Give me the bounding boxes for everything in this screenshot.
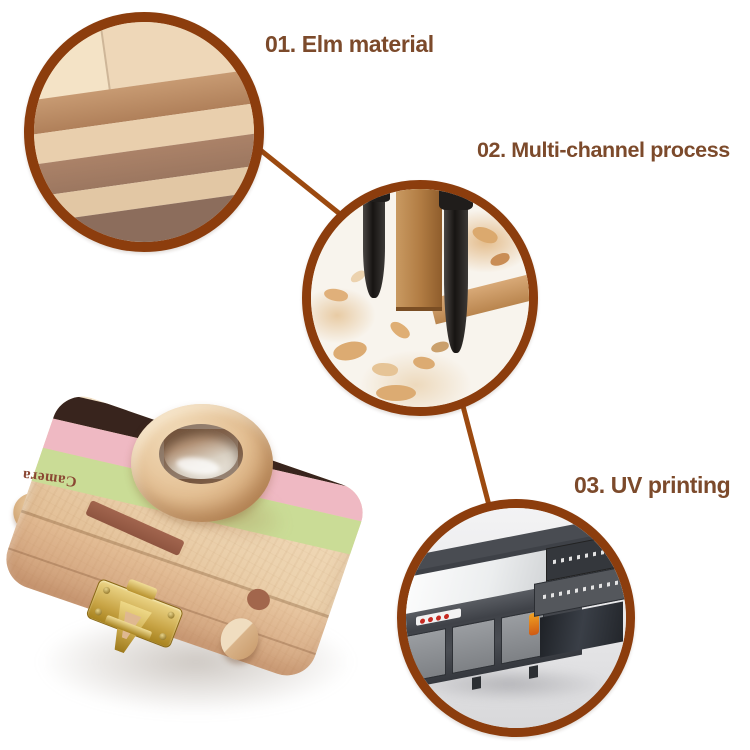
uv-printer-scene xyxy=(406,508,626,728)
screw-icon xyxy=(166,610,176,620)
wood-workpiece xyxy=(396,189,442,311)
cabinet-door xyxy=(406,628,446,685)
drilling-scene xyxy=(311,189,529,407)
wood-shaving xyxy=(488,251,511,269)
drilled-hole xyxy=(376,385,417,402)
drill-bit-right xyxy=(438,189,474,353)
printer-foot xyxy=(529,665,539,680)
printer-label xyxy=(415,608,461,627)
drilled-hole xyxy=(331,338,369,363)
vent-dots xyxy=(542,578,626,600)
callout-label-elm-material: 01. Elm material xyxy=(265,31,434,57)
vent-dots xyxy=(552,549,611,565)
wood-shaving xyxy=(470,223,501,247)
indicator-dots xyxy=(419,618,425,625)
callout-label-multi-channel: 02. Multi-channel process xyxy=(477,138,730,162)
uv-printing-photo xyxy=(397,499,635,737)
printer-foot xyxy=(472,676,481,691)
connector-line-2 xyxy=(458,397,492,507)
print-head-assembly xyxy=(533,531,626,661)
cabinet-door xyxy=(451,619,496,675)
drill-bit-left xyxy=(358,189,390,298)
multi-channel-process-photo xyxy=(302,180,538,416)
screw-icon xyxy=(158,632,168,642)
wood-shaving xyxy=(371,361,399,379)
drilled-hole xyxy=(412,355,437,371)
screw-icon xyxy=(102,585,112,595)
wood-shaving xyxy=(430,339,450,354)
elm-material-photo xyxy=(24,12,264,252)
wood-shaving xyxy=(388,318,413,342)
screw-icon xyxy=(93,607,103,617)
callout-label-uv-printing: 03. UV printing xyxy=(574,472,731,498)
camera-lens-glass xyxy=(159,424,243,484)
wood-shaving xyxy=(323,286,350,304)
stacked-wood-boards xyxy=(34,22,254,242)
